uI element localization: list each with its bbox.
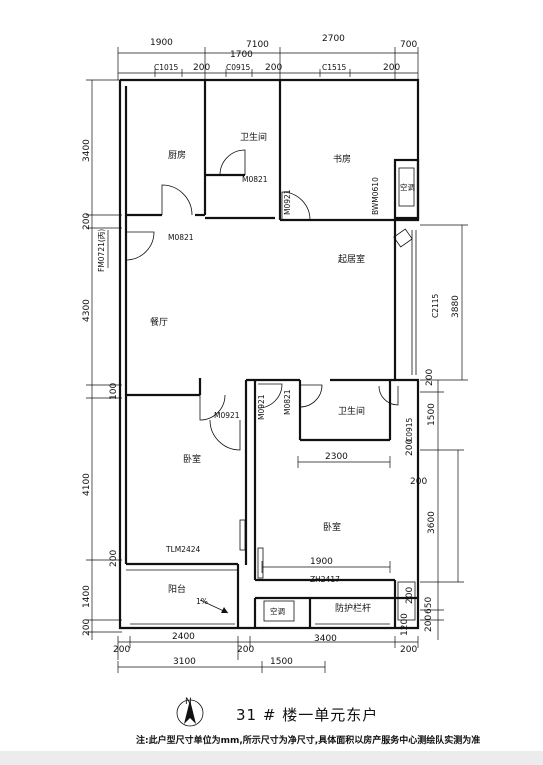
dim-bottom-200b: 200 <box>237 645 254 655</box>
footer-bar <box>0 751 543 765</box>
plan-note: 注:此户型尺寸单位为mm,所示尺寸为净尺寸,具体面积以房产服务中心测绘队实测为准 <box>136 736 481 746</box>
code-m0921c: M0921 <box>257 394 266 420</box>
dim-top-2700: 2700 <box>322 34 345 44</box>
dim-top-1900: 1900 <box>150 38 173 48</box>
dim-top-200b: 200 <box>265 63 282 73</box>
dim-right-3600: 3600 <box>427 511 437 534</box>
code-m0821a: M0821 <box>242 175 268 184</box>
dimension-text: 1900 7100 1700 2700 700 200 200 200 3400… <box>82 34 461 667</box>
code-c0915b: C0915 <box>405 417 414 442</box>
doors <box>125 149 416 622</box>
dim-right-650: 650 <box>424 597 434 614</box>
room-labels: 厨房 卫生间 书房 起居室 餐厅 卫生间 卧室 卧室 阳台 空调 空调 防护栏杆 <box>150 131 415 616</box>
room-ac1: 空调 <box>270 606 285 616</box>
code-c1015: C1015 <box>154 63 179 72</box>
dim-left-200a: 200 <box>82 213 92 230</box>
code-c1515: C1515 <box>322 63 347 72</box>
room-bath1: 卫生间 <box>240 131 267 143</box>
dim-right-200b: 200 <box>405 439 415 456</box>
dim-bottom-3400: 3400 <box>314 634 337 644</box>
dim-right-3880: 3880 <box>451 295 461 318</box>
dim-bottom-3100: 3100 <box>173 657 196 667</box>
room-bed2: 卧室 <box>323 521 341 533</box>
dim-bottom-200a: 200 <box>113 645 130 655</box>
dim-inner-200: 200 <box>410 477 427 487</box>
dim-right-200c: 200 <box>405 587 415 604</box>
dim-right-1200: 1200 <box>400 613 410 636</box>
dim-bottom-200c: 200 <box>400 645 417 655</box>
code-m0821c: M0821 <box>283 389 292 415</box>
dim-top-200c: 200 <box>383 63 400 73</box>
code-m0921a: M0921 <box>283 189 292 215</box>
dim-inner-1900: 1900 <box>310 557 333 567</box>
dim-right-200a: 200 <box>425 369 435 386</box>
dim-top-200a: 200 <box>193 63 210 73</box>
dim-right-200d: 200 <box>424 615 434 632</box>
plan-title: 31 # 楼一单元东户 <box>236 706 379 724</box>
room-balcony2: 防护栏杆 <box>335 602 371 614</box>
dim-left-4300: 4300 <box>82 299 92 322</box>
code-zh2417: ZH2417 <box>310 575 340 584</box>
room-dining: 餐厅 <box>150 316 168 328</box>
dim-top-700: 700 <box>400 40 417 50</box>
room-bed1: 卧室 <box>183 453 201 465</box>
dim-left-4100: 4100 <box>82 473 92 496</box>
code-c2115: C2115 <box>431 293 440 318</box>
dim-bottom-2400: 2400 <box>172 632 195 642</box>
room-balcony: 阳台 <box>168 583 186 595</box>
code-slope: 1% <box>196 597 208 606</box>
dim-left-1400: 1400 <box>82 585 92 608</box>
dim-left-200b: 200 <box>109 550 119 567</box>
dim-top-1700: 1700 <box>230 50 253 60</box>
dim-right-1500: 1500 <box>427 403 437 426</box>
component-codes: C1015 C0915 C1515 M0821 M0921 BWM0610 M0… <box>97 63 440 606</box>
code-tlm2424: TLM2424 <box>165 545 201 554</box>
room-living: 起居室 <box>338 253 365 265</box>
room-study: 书房 <box>333 153 351 165</box>
code-m0921b: M0921 <box>214 411 240 420</box>
code-fm0721: FM0721(丙) <box>97 229 106 272</box>
walls <box>118 78 420 630</box>
room-kitchen: 厨房 <box>168 149 186 161</box>
dim-left-200c: 200 <box>82 619 92 636</box>
dim-left-3400: 3400 <box>82 139 92 162</box>
dimension-lines <box>86 47 468 673</box>
dim-left-100: 100 <box>109 383 119 400</box>
north-arrow-icon: N <box>176 697 204 727</box>
code-c0915: C0915 <box>226 63 251 72</box>
dim-inner-2300: 2300 <box>325 452 348 462</box>
room-ac2: 空调 <box>400 182 415 192</box>
code-m0821b: M0821 <box>168 233 194 242</box>
dim-top-7100: 7100 <box>246 40 269 50</box>
room-bath2: 卫生间 <box>338 405 365 417</box>
code-bwm0610: BWM0610 <box>371 177 380 215</box>
dim-bottom-1500: 1500 <box>270 657 293 667</box>
north-label: N <box>185 697 192 707</box>
